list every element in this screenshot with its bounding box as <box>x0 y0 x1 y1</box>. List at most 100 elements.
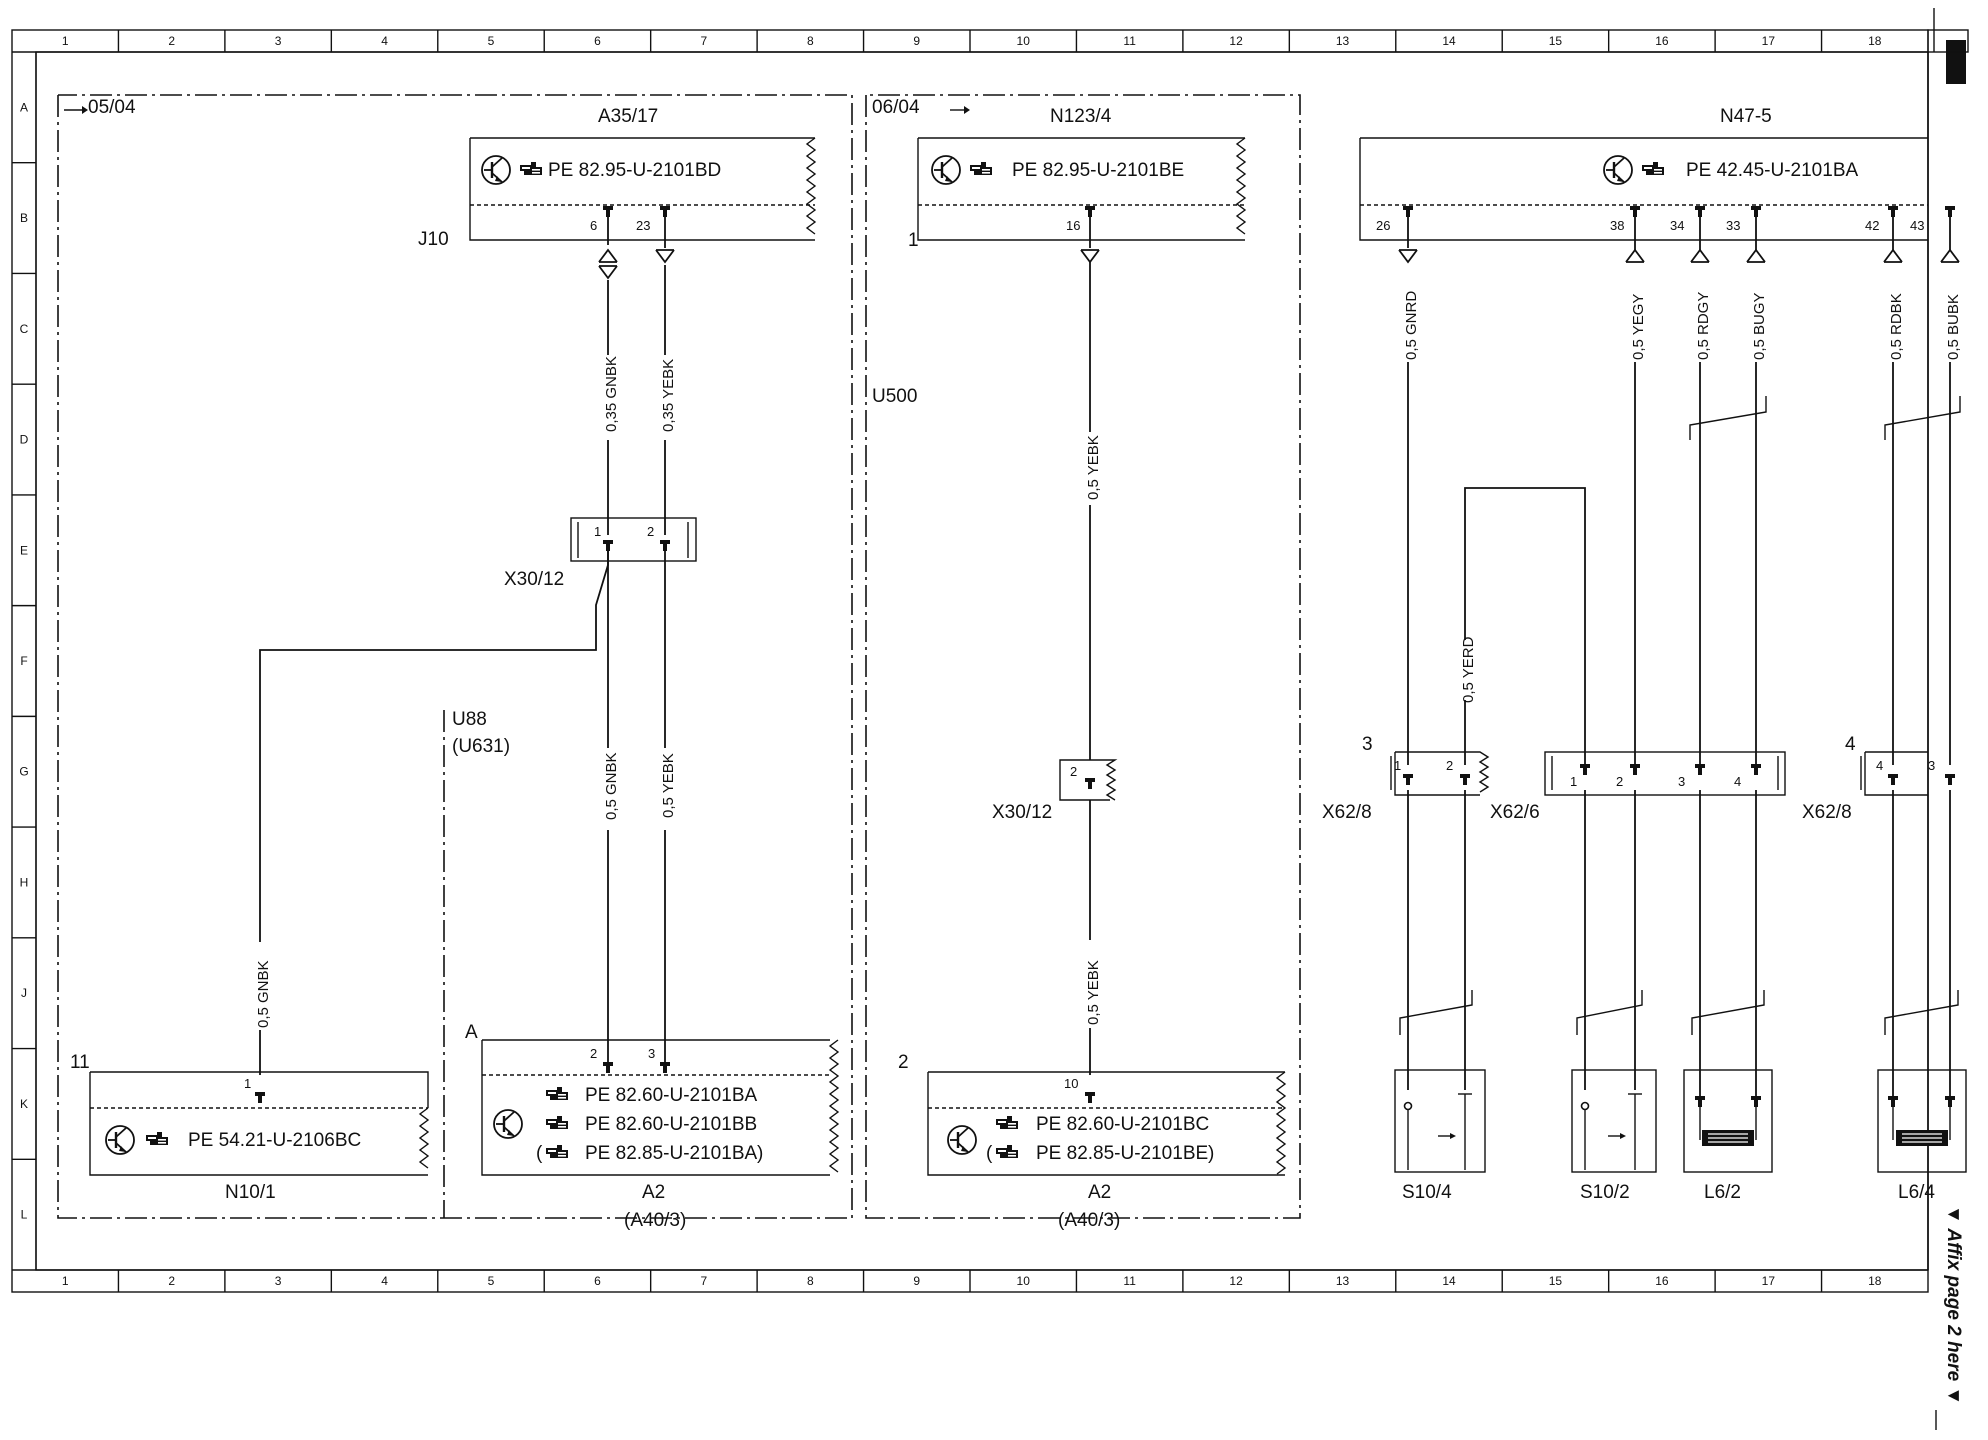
svg-text:): ) <box>757 1143 763 1164</box>
svg-text:2: 2 <box>647 524 654 539</box>
svg-text:1: 1 <box>594 524 601 539</box>
module-name: A35/17 <box>598 106 658 127</box>
svg-text:0,5 GNBK: 0,5 GNBK <box>255 960 272 1028</box>
svg-text:11: 11 <box>70 1052 90 1073</box>
svg-text:N47-5: N47-5 <box>1720 106 1772 127</box>
svg-text:2: 2 <box>898 1052 909 1073</box>
svg-text:4: 4 <box>1734 774 1741 789</box>
svg-text:1: 1 <box>244 1076 251 1091</box>
svg-text:PE 82.95-U-2101BE: PE 82.95-U-2101BE <box>1012 160 1184 181</box>
column-index-16: 16 <box>1655 1274 1669 1288</box>
svg-text:4: 4 <box>1876 758 1883 773</box>
module-alt-name: (A40/3) <box>1058 1210 1120 1231</box>
transistor-icon <box>1602 154 1634 186</box>
column-index-5: 5 <box>488 1274 495 1288</box>
plug-connector-icon <box>1746 249 1766 263</box>
svg-text:PE 54.21-U-2106BC: PE 54.21-U-2106BC <box>188 1130 361 1151</box>
transistor-icon <box>946 1124 978 1156</box>
row-index-E: E <box>20 543 28 557</box>
pointing-hand-icon <box>520 162 542 175</box>
svg-text:): ) <box>1208 1143 1214 1164</box>
svg-text:0,5 RDBK: 0,5 RDBK <box>1888 293 1905 360</box>
pointing-hand-icon <box>996 1145 1018 1158</box>
svg-text:0,35 YEBK: 0,35 YEBK <box>660 359 677 432</box>
column-index-10: 10 <box>1017 34 1031 48</box>
connector-x62-8-left: 3 1 2 X62/8 <box>1322 734 1490 823</box>
column-index-17: 17 <box>1762 1274 1776 1288</box>
svg-text:38: 38 <box>1610 218 1624 233</box>
sheet-ref-left: 05/04 <box>64 97 136 118</box>
column-index-16: 16 <box>1655 34 1669 48</box>
svg-text:PE 42.45-U-2101BA: PE 42.45-U-2101BA <box>1686 160 1858 181</box>
module-name: N10/1 <box>225 1182 276 1203</box>
column-index-3: 3 <box>275 1274 282 1288</box>
row-index-H: H <box>20 875 29 889</box>
transistor-icon <box>930 154 962 186</box>
column-index-8: 8 <box>807 34 814 48</box>
plug-connector-icon <box>1625 249 1645 263</box>
plug-connector-icon <box>1940 249 1960 263</box>
column-index-9: 9 <box>913 34 920 48</box>
sensor-l6-2: L6/2 <box>1683 1069 1773 1203</box>
row-index-G: G <box>19 765 28 779</box>
connector-name: X30/12 <box>504 569 564 590</box>
svg-text:N123/4: N123/4 <box>1050 106 1112 127</box>
transistor-icon <box>104 1124 136 1156</box>
column-index-4: 4 <box>381 1274 388 1288</box>
column-index-1: 1 <box>62 34 69 48</box>
module-a2-left: 2 3 PE 82.60-U-2101BA PE 82.60-U-2101BB … <box>481 1039 840 1231</box>
module-name: A2 <box>642 1182 665 1203</box>
switch-s10-2: S10/2 <box>1571 1069 1657 1203</box>
svg-text:L6/2: L6/2 <box>1704 1182 1741 1203</box>
column-index-9: 9 <box>913 1274 920 1288</box>
connector-x62-8-right: 4 4 3 X62/8 <box>1802 734 1955 823</box>
svg-text:0,5 GNRD: 0,5 GNRD <box>1403 291 1420 360</box>
column-index-15: 15 <box>1549 1274 1563 1288</box>
connector-x30-12-top: 1 2 X30/12 <box>504 517 697 590</box>
column-index-13: 13 <box>1336 1274 1350 1288</box>
plug-connector-icon <box>1690 249 1710 263</box>
plug-connector-icon <box>1398 249 1418 263</box>
svg-text:43: 43 <box>1910 218 1924 233</box>
svg-text:2: 2 <box>590 1046 597 1061</box>
svg-text:L6/4: L6/4 <box>1898 1182 1935 1203</box>
pointing-hand-icon <box>546 1087 568 1100</box>
module-n123-4: N123/4 PE 82.95-U-2101BE 16 1 <box>908 106 1247 251</box>
column-index-15: 15 <box>1549 34 1563 48</box>
svg-text:0,5 YEBK: 0,5 YEBK <box>1085 960 1102 1025</box>
pointing-hand-icon <box>996 1116 1018 1129</box>
affix-page-note: ▼ Affix page 2 here ▼ <box>1943 1205 1964 1405</box>
svg-text:3: 3 <box>648 1046 655 1061</box>
column-index-8: 8 <box>807 1274 814 1288</box>
svg-text:26: 26 <box>1376 218 1390 233</box>
svg-text:PE 82.60-U-2101BB: PE 82.60-U-2101BB <box>585 1114 757 1135</box>
column-index-2: 2 <box>168 34 175 48</box>
node-label-j10: J10 <box>418 229 449 250</box>
sensor-l6-4: L6/4 <box>1877 1069 1967 1203</box>
pointing-hand-icon <box>546 1145 568 1158</box>
svg-text:2: 2 <box>1070 764 1077 779</box>
row-index-F: F <box>20 654 27 668</box>
svg-text:42: 42 <box>1865 218 1879 233</box>
plug-connector-icon <box>1080 249 1100 263</box>
svg-text:34: 34 <box>1670 218 1684 233</box>
column-index-18: 18 <box>1868 34 1882 48</box>
svg-text:1: 1 <box>1394 758 1401 773</box>
switch-s10-4: S10/4 <box>1394 1069 1486 1203</box>
svg-text:05/04: 05/04 <box>88 97 136 118</box>
region-label-u631: (U631) <box>452 736 510 757</box>
column-index-2: 2 <box>168 1274 175 1288</box>
transistor-icon <box>492 1108 524 1140</box>
row-index-J: J <box>21 986 27 1000</box>
column-index-6: 6 <box>594 1274 601 1288</box>
component-ref: PE 82.95-U-2101BD <box>548 160 721 181</box>
svg-text:X30/12: X30/12 <box>992 802 1052 823</box>
column-index-14: 14 <box>1442 1274 1456 1288</box>
svg-text:PE 82.60-U-2101BA: PE 82.60-U-2101BA <box>585 1085 757 1106</box>
region-label-u500: U500 <box>872 386 917 407</box>
pointing-hand-icon <box>146 1132 168 1145</box>
column-index-1: 1 <box>62 1274 69 1288</box>
svg-text:PE 82.60-U-2101BC: PE 82.60-U-2101BC <box>1036 1114 1209 1135</box>
row-index-C: C <box>20 322 29 336</box>
